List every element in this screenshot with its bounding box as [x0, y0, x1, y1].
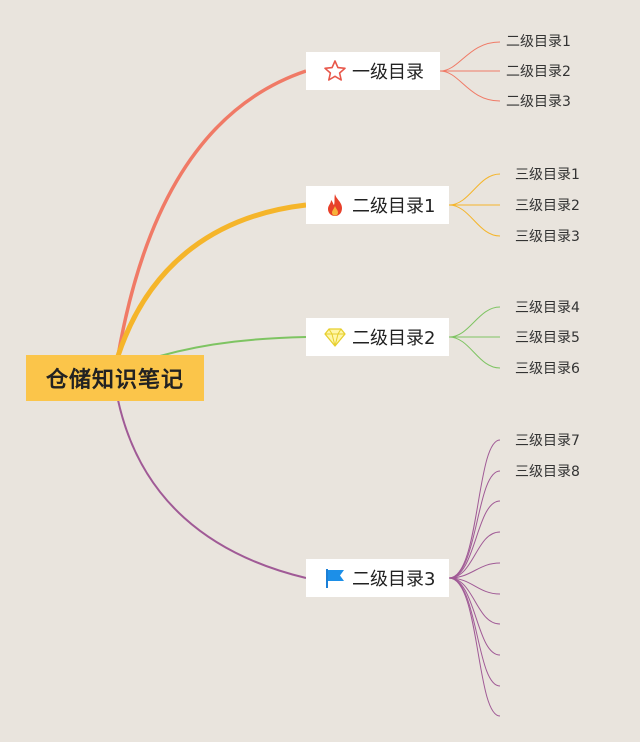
branch-node-3[interactable]: 二级目录2	[306, 318, 449, 356]
leaf-item[interactable]: 三级目录8	[515, 464, 580, 480]
branch-4-leaf-links	[448, 439, 501, 717]
link-root-branch-3	[159, 336, 307, 357]
branch-node-2[interactable]: 二级目录1	[306, 186, 449, 224]
branch-node-4[interactable]: 二级目录3	[306, 559, 449, 597]
branch-1-label: 一级目录	[352, 62, 424, 83]
diamond-icon	[322, 324, 348, 350]
leaf-item[interactable]: 二级目录1	[506, 34, 571, 50]
leaf-item[interactable]: 三级目录1	[515, 167, 580, 183]
root-label: 仓储知识笔记	[45, 368, 184, 393]
flag-icon	[322, 565, 348, 591]
leaf-item[interactable]: 三级目录5	[515, 330, 580, 346]
star-icon	[322, 58, 348, 84]
branch-4-label: 二级目录3	[352, 569, 436, 590]
fire-icon	[322, 192, 348, 218]
link-root-branch-2	[115, 202, 307, 357]
root-node[interactable]: 仓储知识笔记	[26, 355, 204, 401]
branch-2-leaf-links	[448, 173, 501, 237]
leaf-item[interactable]: 二级目录2	[506, 64, 571, 80]
branch-3-label: 二级目录2	[352, 328, 436, 349]
branch-3-leaf-links	[448, 306, 501, 369]
leaf-item[interactable]: 三级目录3	[515, 229, 580, 245]
link-root-branch-1	[116, 69, 307, 357]
branch-2-label: 二级目录1	[352, 196, 436, 217]
link-root-branch-4	[117, 399, 307, 579]
leaf-item[interactable]: 三级目录7	[515, 433, 580, 449]
leaf-item[interactable]: 三级目录6	[515, 361, 580, 377]
leaf-item[interactable]: 三级目录2	[515, 198, 580, 214]
leaf-item[interactable]: 三级目录4	[515, 300, 580, 316]
leaf-item[interactable]: 二级目录3	[506, 94, 571, 110]
branch-node-1[interactable]: 一级目录	[306, 52, 440, 90]
branch-1-leaf-links	[439, 41, 501, 102]
